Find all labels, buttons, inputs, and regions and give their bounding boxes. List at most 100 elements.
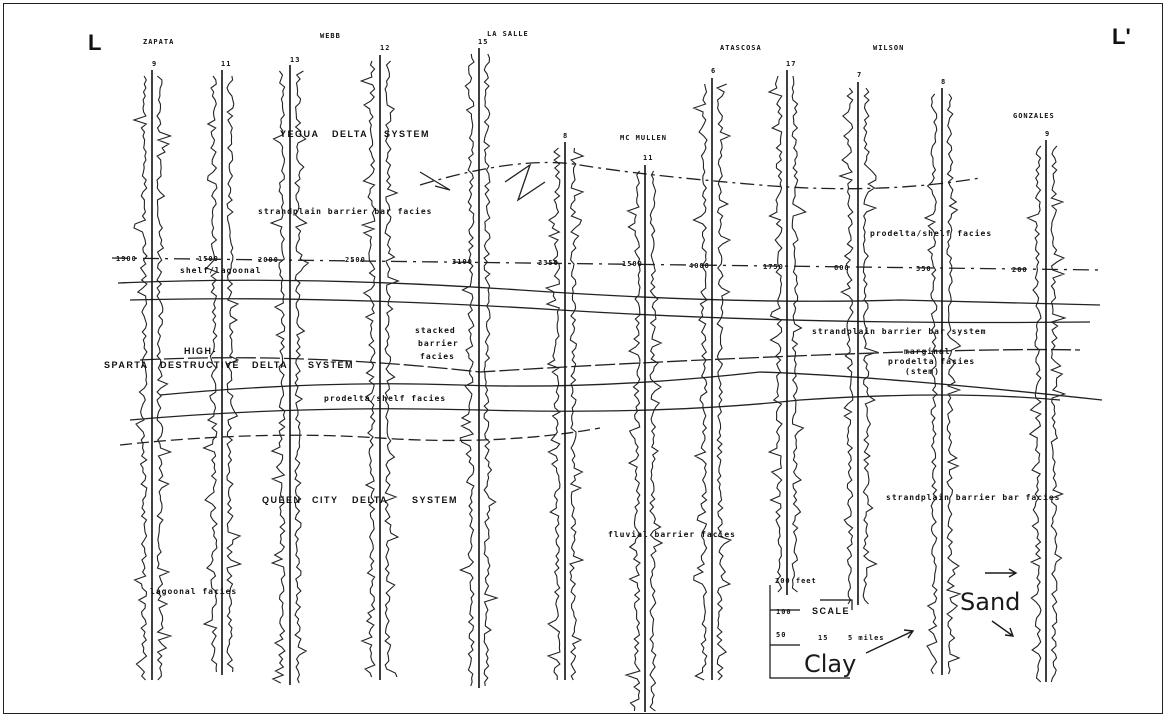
well-number: 6 xyxy=(711,67,716,75)
well-log-trace xyxy=(361,61,375,677)
well-log-trace xyxy=(840,88,853,604)
correlation-line-7 xyxy=(120,428,600,445)
scale-feet-label: 200 feet xyxy=(775,577,817,585)
arrow-icon xyxy=(992,621,1013,636)
correlation-line-2 xyxy=(118,280,1100,305)
well-number: 17 xyxy=(786,60,796,68)
facies-label: prodelta/shelf facies xyxy=(870,228,992,238)
sand-annotation: Sand xyxy=(960,588,1020,616)
facies-label: strandplain barrier bar facies xyxy=(886,492,1061,502)
datum-value: 3100 xyxy=(452,258,473,266)
well-number: 15 xyxy=(478,38,488,46)
facies-label: fluvial barrier facies xyxy=(608,529,736,539)
well-log-trace xyxy=(204,76,217,672)
strandplain-system-label: strandplain barrier bar system xyxy=(812,326,987,336)
system-word: DELTA xyxy=(252,360,288,370)
system-word: CITY xyxy=(312,495,339,505)
correlation-line-5 xyxy=(160,372,1102,400)
facies-label: (stem) xyxy=(905,367,940,376)
well-log-trace xyxy=(271,71,285,683)
system-word: YEGUA xyxy=(280,129,320,139)
correlation-lines xyxy=(112,163,1102,446)
well-number: 8 xyxy=(941,78,946,86)
well-number: 8 xyxy=(563,132,568,140)
datum-value: 2500 xyxy=(345,256,366,264)
datum-value: 200 xyxy=(1012,266,1028,274)
system-word: SYSTEM xyxy=(384,129,430,139)
facies-label: marginal xyxy=(904,346,951,356)
county-label-atascosa: ATASCOSA xyxy=(720,44,762,52)
yegua-delta-system-label: YEGUA DELTA SYSTEM xyxy=(280,129,430,139)
county-label-gonzales: GONZALES xyxy=(1013,112,1055,120)
county-label-wilson: WILSON xyxy=(873,44,904,52)
well-logs xyxy=(134,48,1065,712)
well-log-trace xyxy=(650,171,662,711)
facies-label: strandplain barrier bar facies xyxy=(258,206,433,216)
correlation-line-zigzag xyxy=(420,165,545,200)
well-number: 7 xyxy=(857,71,862,79)
section-end-label: L' xyxy=(1112,24,1131,49)
datum-value: 3350 xyxy=(538,259,559,267)
clay-annotation: Clay xyxy=(804,650,856,678)
well-log-trace xyxy=(134,76,147,680)
well-number: 12 xyxy=(380,44,390,52)
correlation-line-upper xyxy=(420,163,980,189)
scale-tick: 15 xyxy=(818,634,828,642)
facies-label: prodelta/shelf facies xyxy=(324,393,446,403)
facies-label: shelf/lagoonal xyxy=(180,266,261,275)
facies-label: lagoonal facies xyxy=(150,586,237,596)
well-log-trace xyxy=(717,84,731,680)
well-log-trace xyxy=(1028,146,1042,682)
scale-tick: 50 xyxy=(776,631,786,639)
facies-label: facies xyxy=(420,351,455,361)
scale-tick: 100 xyxy=(776,608,792,616)
facies-label: stacked xyxy=(415,326,456,335)
datum-value: 1750 xyxy=(763,263,784,271)
datum-value: 2000 xyxy=(258,256,279,264)
well-log-trace xyxy=(694,84,708,680)
well-log-trace xyxy=(227,76,241,672)
well-log-trace xyxy=(769,76,782,592)
system-word: DESTRUCTIVE xyxy=(160,360,240,370)
section-start-label: L xyxy=(88,30,101,55)
well-log-trace xyxy=(925,94,937,674)
datum-value: 600 xyxy=(834,264,850,272)
facies-label: prodelta facies xyxy=(888,356,975,366)
datum-value: 1500 xyxy=(622,260,643,268)
county-label-mc-mullen: MC MULLEN xyxy=(620,134,667,142)
correlation-line-6 xyxy=(130,395,1060,420)
well-number: 11 xyxy=(221,60,231,68)
system-word: DELTA xyxy=(332,129,368,139)
well-number: 9 xyxy=(1045,130,1050,138)
system-word: DELTA xyxy=(352,495,388,505)
arrow-icon xyxy=(985,569,1016,577)
well-log-trace xyxy=(863,88,877,604)
well-log-trace xyxy=(295,71,308,683)
well-number: 11 xyxy=(643,154,653,162)
datum-value: 550 xyxy=(916,265,932,273)
datum-value: 1500 xyxy=(198,255,219,263)
datum-value: 4000 xyxy=(689,262,710,270)
correlation-line-3 xyxy=(130,299,1090,323)
scale-miles-label: 5 miles xyxy=(848,634,885,642)
system-word: SYSTEM xyxy=(308,360,354,370)
well-log-trace xyxy=(1051,146,1065,682)
county-label-webb: WEBB xyxy=(320,32,341,40)
system-word: QUEEN xyxy=(262,495,302,505)
well-log-trace xyxy=(570,148,583,680)
facies-label: barrier xyxy=(418,338,459,348)
well-log-trace xyxy=(626,171,640,711)
well-log-trace xyxy=(385,61,398,677)
county-label-la-salle: LA SALLE xyxy=(487,30,529,38)
well-log-trace xyxy=(792,76,806,592)
queen-city-delta-system-label: QUEEN CITY DELTA SYSTEM xyxy=(262,495,458,505)
county-label-zapata: ZAPATA xyxy=(143,38,174,46)
well-number: 13 xyxy=(290,56,300,64)
system-word: SPARTA xyxy=(104,360,149,370)
well-log-trace xyxy=(546,148,560,680)
system-word: HIGH- xyxy=(184,346,217,356)
well-log-trace xyxy=(484,54,497,686)
scale-title: SCALE xyxy=(812,606,850,616)
system-word: SYSTEM xyxy=(412,495,458,505)
